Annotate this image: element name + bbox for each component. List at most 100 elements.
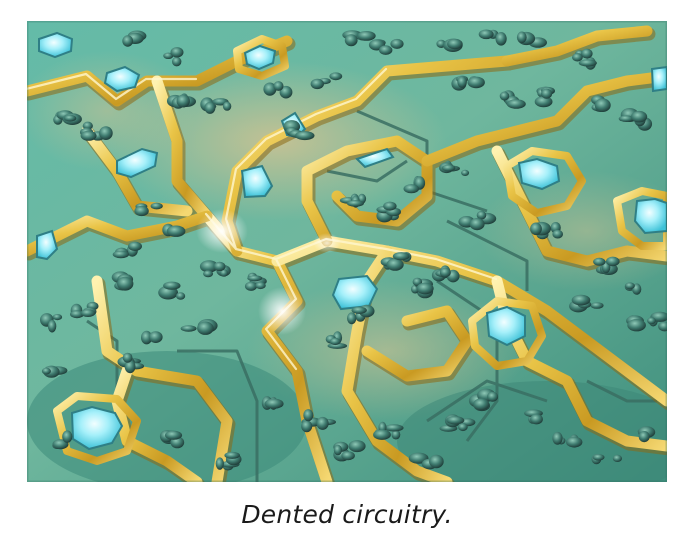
- bump: [99, 126, 113, 140]
- bump: [386, 258, 404, 271]
- bump: [180, 325, 197, 332]
- bump: [295, 131, 315, 141]
- bump: [487, 391, 499, 402]
- bump: [572, 53, 583, 62]
- bump: [124, 360, 136, 374]
- bump: [329, 337, 341, 346]
- bump: [213, 261, 226, 272]
- bump: [170, 47, 184, 58]
- bump: [310, 78, 324, 90]
- bump: [571, 294, 591, 306]
- bump: [647, 317, 656, 325]
- pad-rings: [53, 35, 667, 465]
- bump: [316, 416, 329, 430]
- bump: [566, 436, 583, 448]
- bump: [516, 31, 527, 44]
- bump: [379, 45, 393, 55]
- bump: [134, 205, 149, 217]
- bump: [333, 444, 342, 456]
- bump: [473, 398, 490, 411]
- bump: [581, 48, 593, 59]
- bump: [344, 34, 358, 47]
- bump: [552, 229, 563, 239]
- junction-glare: [313, 233, 341, 253]
- bump: [199, 260, 219, 273]
- junction-glare: [196, 209, 248, 253]
- bump: [346, 200, 364, 207]
- bump: [255, 281, 266, 290]
- bump: [163, 281, 181, 290]
- bump: [279, 85, 293, 99]
- bump: [347, 312, 357, 325]
- bump: [122, 352, 133, 363]
- surface-bumps: [40, 29, 667, 471]
- bump: [224, 451, 240, 459]
- bump: [467, 76, 485, 89]
- bump: [590, 302, 604, 309]
- bump: [618, 115, 635, 122]
- bump: [244, 281, 258, 291]
- bump: [392, 252, 410, 261]
- bump: [447, 38, 463, 50]
- bump: [176, 94, 190, 108]
- bump: [631, 110, 648, 123]
- bump: [384, 424, 404, 432]
- bump: [164, 430, 183, 440]
- bump: [203, 270, 214, 278]
- bump: [263, 82, 277, 96]
- bump: [348, 440, 366, 453]
- bump: [172, 56, 182, 67]
- bump: [197, 321, 214, 335]
- bump: [148, 331, 163, 343]
- bump: [112, 250, 130, 259]
- bump: [301, 420, 313, 433]
- bump: [390, 38, 404, 49]
- bump: [541, 88, 553, 99]
- bump: [478, 29, 494, 40]
- bump: [534, 96, 553, 108]
- bump: [530, 414, 543, 425]
- shadow-region: [27, 351, 307, 482]
- bump: [41, 367, 51, 375]
- bump: [70, 310, 84, 319]
- bump: [606, 256, 620, 267]
- bump: [222, 101, 232, 111]
- rendered-image: [27, 21, 667, 482]
- bump: [593, 257, 606, 266]
- bump: [166, 225, 186, 237]
- bump: [594, 98, 611, 112]
- figure-caption: Dented circuitry.: [241, 500, 453, 529]
- bump: [383, 201, 397, 211]
- bump: [552, 431, 563, 445]
- circuit-terrain-illustration: [27, 21, 667, 482]
- bump: [215, 457, 224, 470]
- bump: [391, 429, 401, 440]
- bump: [469, 218, 485, 231]
- bump: [247, 275, 263, 282]
- bump: [80, 130, 97, 141]
- bump: [80, 309, 96, 317]
- bump: [439, 267, 451, 278]
- bump: [357, 31, 376, 41]
- bump: [141, 330, 153, 345]
- bump: [117, 276, 134, 291]
- bump: [62, 430, 73, 443]
- bump: [403, 184, 420, 194]
- bump: [303, 409, 314, 422]
- bump: [530, 222, 542, 236]
- bump: [122, 35, 134, 47]
- bump: [204, 101, 216, 114]
- bump: [627, 319, 646, 332]
- bump: [220, 269, 228, 277]
- bump: [163, 52, 174, 59]
- bump: [578, 59, 597, 67]
- bump: [458, 423, 468, 432]
- bump: [373, 429, 391, 440]
- bump: [429, 454, 444, 469]
- bump: [499, 91, 510, 101]
- bump: [658, 321, 667, 332]
- bump: [476, 210, 487, 220]
- bump: [176, 292, 186, 300]
- bump: [150, 202, 163, 210]
